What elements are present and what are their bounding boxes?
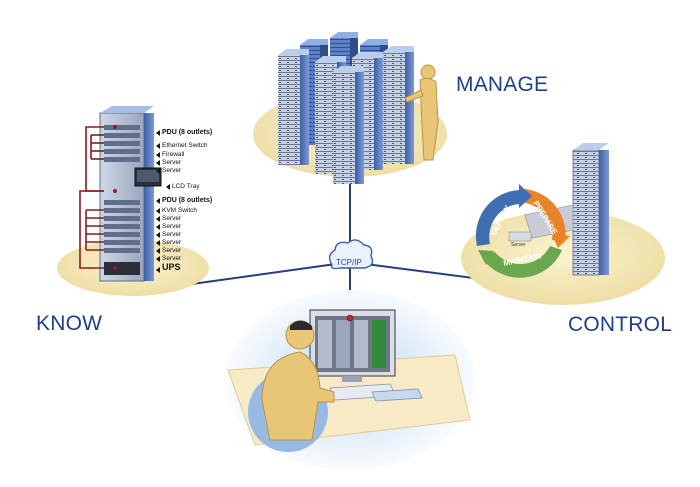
- maintain-arc: [482, 246, 562, 278]
- rack-pointer-icon: [156, 267, 160, 273]
- rack-pointer-icon: [156, 160, 160, 166]
- rack-component-label: KVM Switch: [162, 207, 198, 214]
- rack-pointer-icon: [156, 240, 160, 246]
- rack-component-label: UPS: [162, 262, 181, 272]
- admin-figure: [404, 64, 439, 161]
- rack-pointer-icon: [156, 143, 160, 149]
- rack-pointer-icon: [156, 130, 160, 136]
- equipment-rack: [79, 106, 162, 282]
- rack-component-label: Server: [162, 247, 182, 254]
- server-cluster: [278, 32, 414, 184]
- cycle-center-label: Server: [511, 242, 526, 248]
- operator-figure: [248, 320, 335, 452]
- rack-pointer-icon: [156, 256, 160, 262]
- rack-pointer-icon: [156, 152, 160, 158]
- tcpip-cloud: [328, 239, 374, 270]
- rack-component-label: Server: [162, 255, 182, 262]
- rack-pointer-icon: [156, 232, 160, 238]
- rack-pointer-icon: [166, 184, 170, 190]
- rack-component-label: Server: [162, 223, 182, 230]
- rack-component-label: Server: [162, 239, 182, 246]
- control-label: CONTROL: [568, 313, 673, 336]
- know-label: KNOW: [36, 312, 103, 335]
- rack-component-label: Firewall: [162, 151, 185, 158]
- rack-pointer-icon: [156, 216, 160, 222]
- rack-pointer-icon: [156, 248, 160, 254]
- rack-component-label: LCD Tray: [172, 183, 200, 190]
- prepare-arc: [525, 189, 566, 242]
- link-know: [191, 261, 351, 285]
- deploy-arc: [475, 190, 519, 246]
- rack-component-label: Server: [162, 167, 182, 174]
- rack-component-label: PDU (8 outlets): [162, 197, 213, 204]
- rack-pointer-icon: [156, 208, 160, 214]
- rack-component-label: Server: [162, 215, 182, 222]
- workstation: [309, 309, 423, 402]
- rack-pointer-icon: [156, 224, 160, 230]
- manage-label: MANAGE: [456, 73, 549, 96]
- rack-pointer-icon: [156, 168, 160, 174]
- lifecycle-cycle: DEPLOY PREPARE MAINTAIN Server: [475, 184, 570, 278]
- rack-component-label: PDU (8 outlets): [162, 129, 213, 136]
- rack-component-label: Server: [162, 231, 182, 238]
- rack-component-label: Ethernet Switch: [162, 142, 208, 149]
- rack-pointer-icon: [156, 198, 160, 204]
- tcpip-label: TCP/IP: [336, 258, 362, 267]
- rack-component-label: Server: [162, 159, 182, 166]
